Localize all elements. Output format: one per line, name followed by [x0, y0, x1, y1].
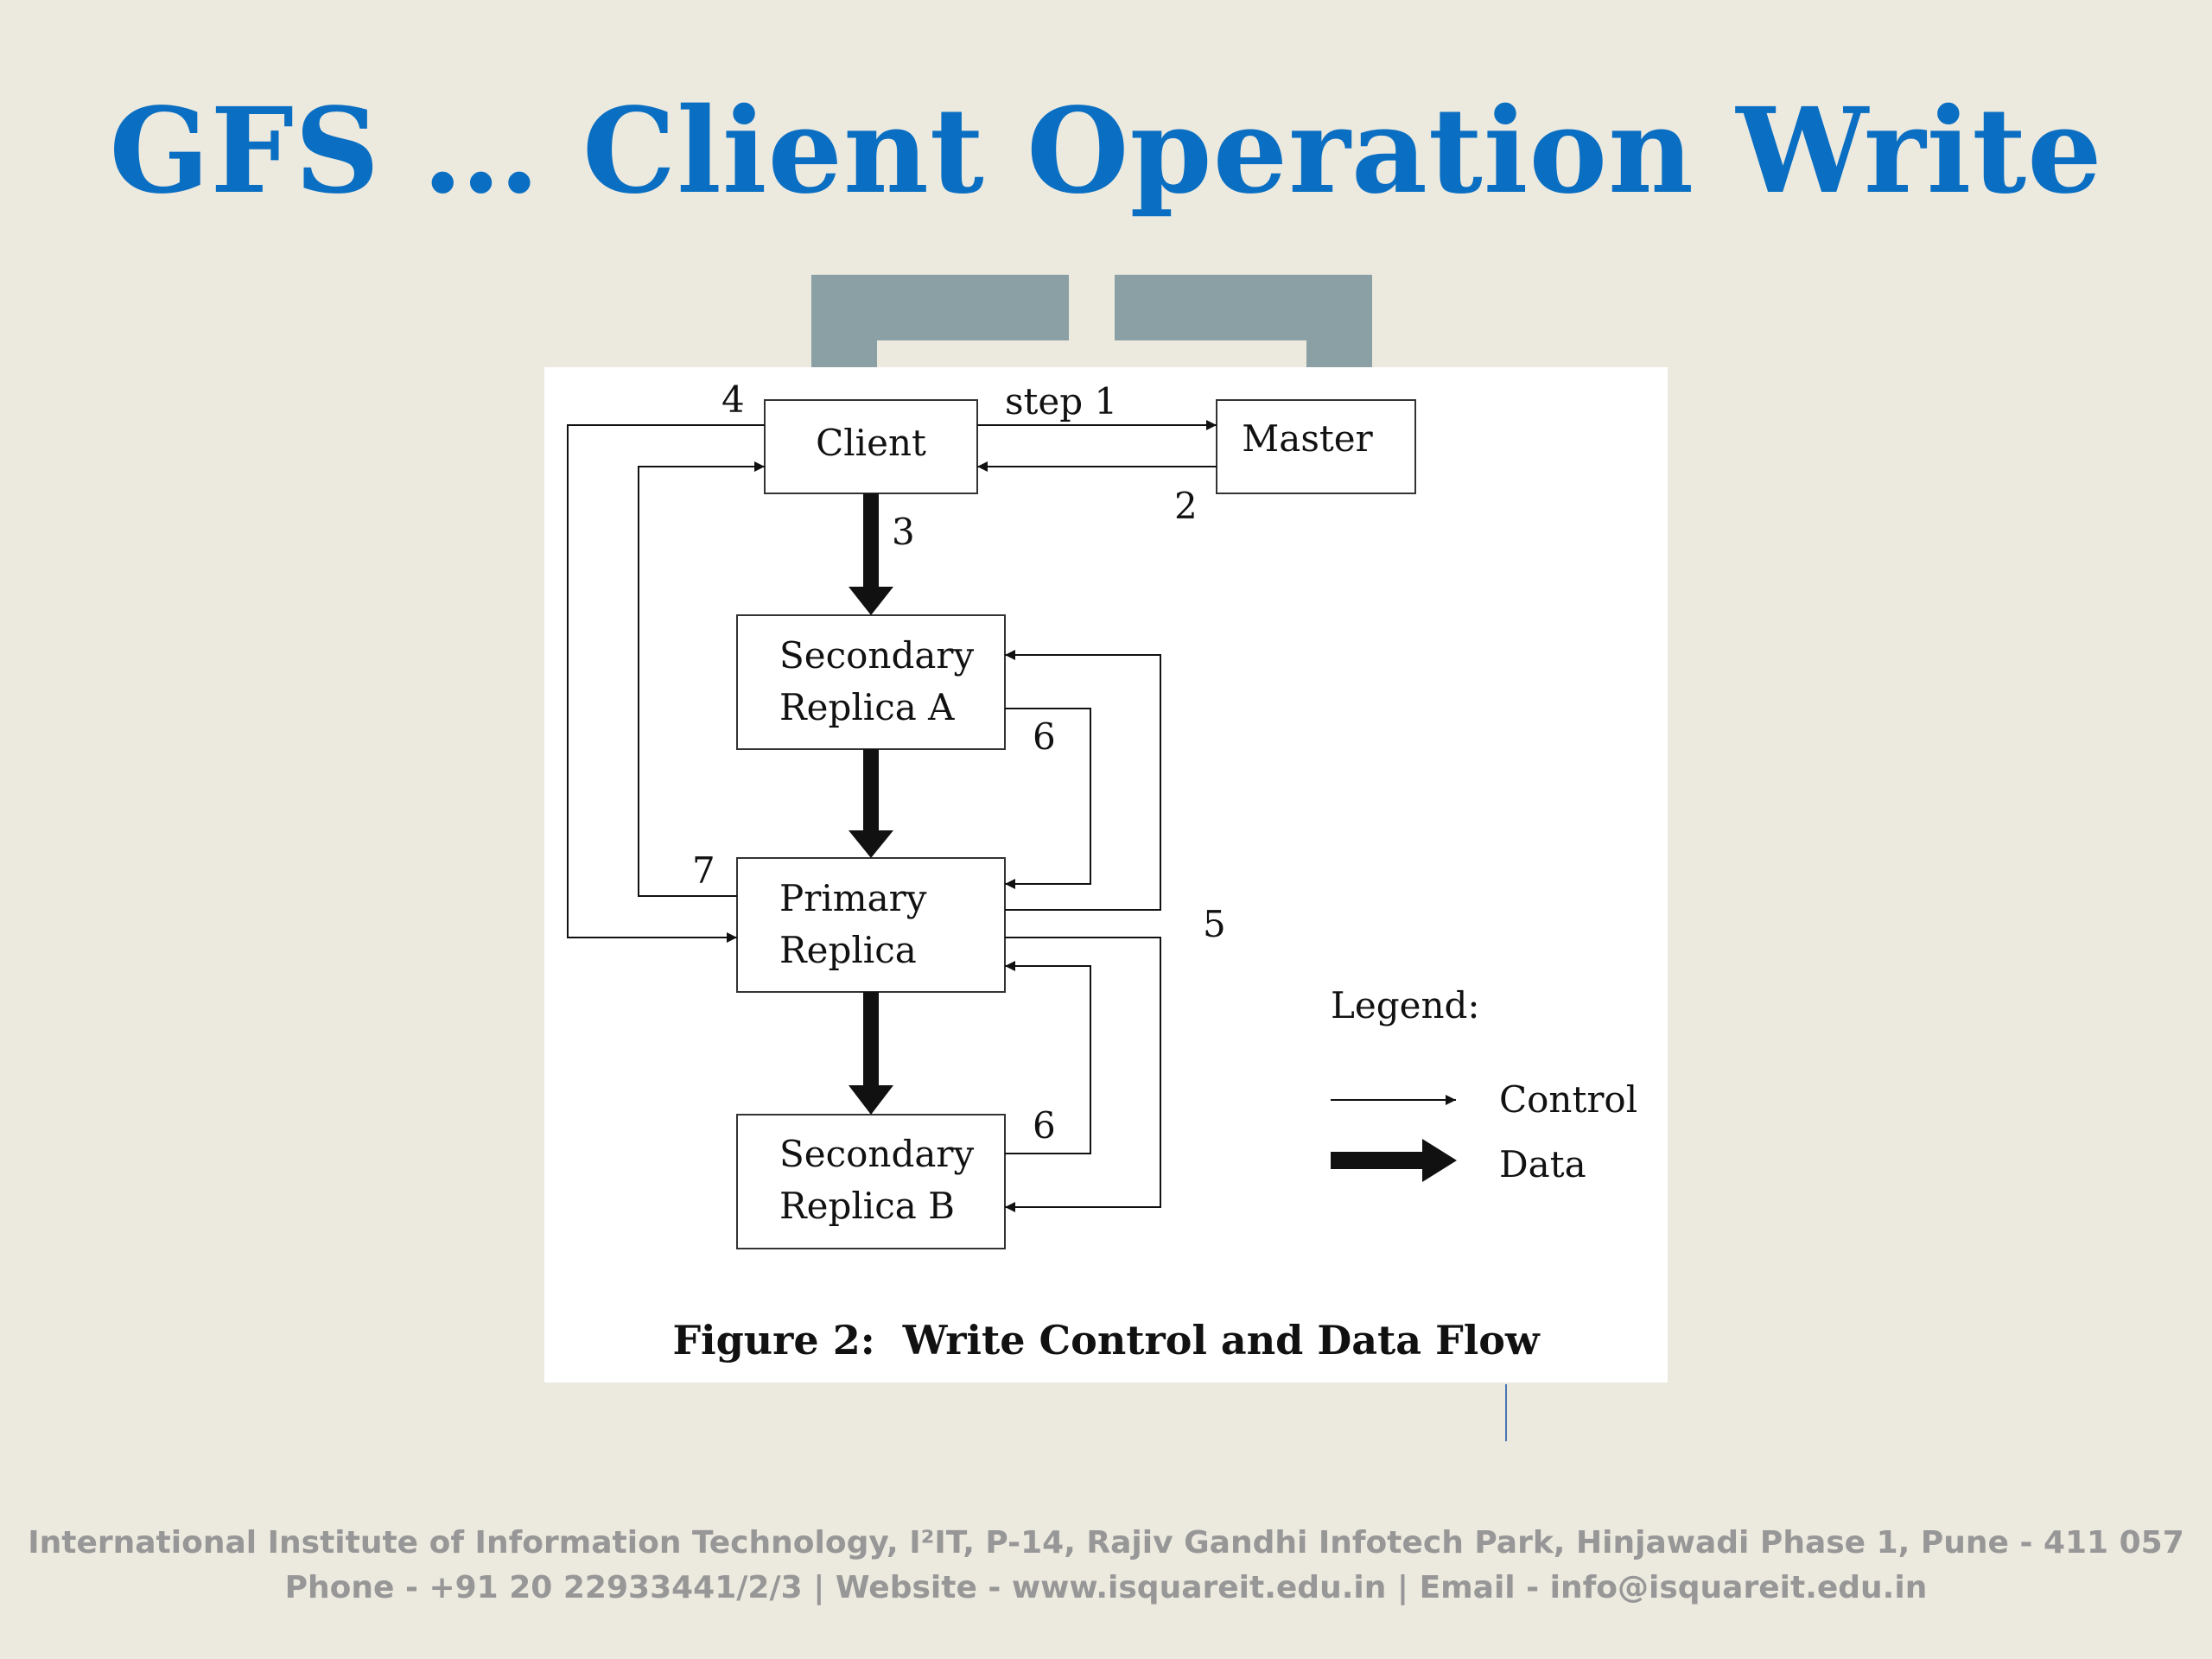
secondary-b-label-line1: Secondary: [779, 1133, 974, 1175]
primary-replica-box: [736, 857, 1006, 993]
legend-data-arrow: [1331, 1139, 1457, 1182]
legend-control-label: Control: [1499, 1078, 1637, 1121]
data-arrow-client-to-secondary-a: [849, 493, 893, 615]
write-flow-diagram: Client Master Secondary Replica A Primar…: [567, 378, 1637, 1363]
step-label-6a: 6: [1033, 715, 1056, 758]
step-label-7: 7: [692, 849, 715, 892]
legend-data-label: Data: [1499, 1143, 1586, 1185]
figure-caption: Figure 2: Write Control and Data Flow: [672, 1317, 1541, 1363]
secondary-replica-b-box: [736, 1114, 1006, 1249]
step-label-3: 3: [892, 511, 915, 553]
control-arrow-step6-from-a: [1005, 708, 1091, 889]
master-label: Master: [1242, 417, 1373, 460]
step-label-5: 5: [1203, 903, 1226, 945]
primary-label-line1: Primary: [779, 877, 927, 919]
primary-label-line2: Replica: [779, 929, 917, 971]
secondary-b-label-line2: Replica B: [779, 1185, 955, 1227]
legend-title: Legend:: [1331, 984, 1480, 1027]
decorative-bracket-left: [811, 275, 1069, 370]
master-box: [1216, 399, 1416, 494]
slide-title: GFS … Client Operation Write: [109, 82, 2103, 220]
secondary-a-label-line1: Secondary: [779, 634, 974, 677]
step-label-4: 4: [721, 378, 745, 421]
control-arrow-step5-to-a: [1005, 650, 1161, 911]
step-label-1: step 1: [1005, 380, 1117, 423]
control-arrow-step5-to-b: [1005, 937, 1161, 1212]
client-label: Client: [816, 422, 926, 464]
decorative-bracket-right: [1115, 275, 1372, 370]
decorative-vertical-line: [1505, 1384, 1507, 1441]
data-arrow-primary-to-secondary-b: [849, 992, 893, 1115]
control-arrow-step7: [638, 461, 765, 897]
control-arrow-step6-from-b: [1005, 961, 1091, 1154]
figure-panel: Client Master Secondary Replica A Primar…: [544, 367, 1668, 1382]
secondary-a-label-line2: Replica A: [779, 686, 955, 728]
client-box: [764, 399, 978, 494]
step-label-6b: 6: [1033, 1104, 1056, 1147]
data-arrow-secondary-a-to-primary: [849, 749, 893, 858]
step-label-2: 2: [1174, 485, 1198, 527]
footer-address: International Institute of Information T…: [28, 1525, 2184, 1560]
control-arrow-step4: [567, 424, 765, 943]
footer-contact: Phone - +91 20 22933441/2/3 | Website - …: [284, 1570, 1928, 1605]
